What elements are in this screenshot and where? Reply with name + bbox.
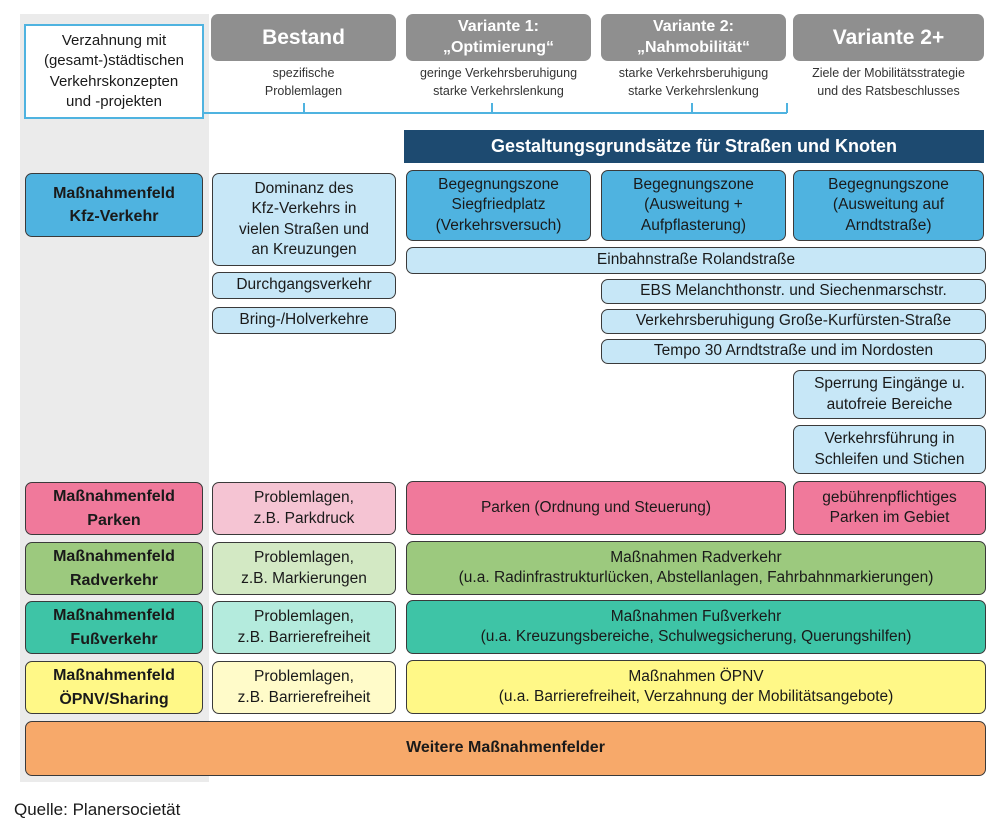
column-subtitle-bestand: spezifische Problemlagen: [264, 66, 343, 98]
column-header-variante-2plus: Variante 2+: [793, 14, 984, 61]
parken-bestand: Problemlagen, z.B. Parkdruck: [212, 482, 396, 535]
left-panel-background: [20, 14, 209, 782]
field-oepnv-sharing: Maßnahmenfeld ÖPNV/Sharing: [25, 661, 203, 714]
kfz-tempo-30: Tempo 30 Arndtstraße und im Nordosten: [601, 339, 986, 364]
column-subtitle-variante-1: geringe Verkehrsberuhigung starke Verkeh…: [419, 66, 578, 98]
kfz-v2plus-begegnungszone: Begegnungszone (Ausweitung auf Arndtstra…: [793, 170, 984, 241]
intro-box: Verzahnung mit (gesamt-)städtischen Verk…: [24, 24, 204, 119]
oepnv-massnahmen: Maßnahmen ÖPNV (u.a. Barrierefreiheit, V…: [406, 660, 986, 714]
intro-connector-line: [204, 112, 787, 114]
rad-bestand: Problemlagen, z.B. Markierungen: [212, 542, 396, 595]
kfz-einbahnstrasse: Einbahnstraße Rolandstraße: [406, 247, 986, 274]
source-note: Quelle: Planersocietät: [14, 800, 181, 819]
column-header-variante-2: Variante 2: „Nahmobilität“: [601, 14, 786, 61]
kfz-verkehrsberuhigung: Verkehrsberuhigung Große-Kurfürsten-Stra…: [601, 309, 986, 334]
kfz-bestand-durchgang: Durchgangsverkehr: [212, 272, 396, 299]
field-kfz: Maßnahmenfeld Kfz-Verkehr: [25, 173, 203, 237]
parken-ordnung-steuerung: Parken (Ordnung und Steuerung): [406, 481, 786, 535]
fuss-bestand: Problemlagen, z.B. Barrierefreiheit: [212, 601, 396, 654]
intro-connector-tick-v2: [691, 103, 693, 113]
field-radverkehr: Maßnahmenfeld Radverkehr: [25, 542, 203, 595]
intro-connector-tick-v1: [491, 103, 493, 113]
kfz-bestand-dominanz: Dominanz des Kfz-Verkehrs in vielen Stra…: [212, 173, 396, 266]
weitere-massnahmenfelder: Weitere Maßnahmenfelder: [25, 721, 986, 776]
field-parken: Maßnahmenfeld Parken: [25, 482, 203, 535]
column-header-bestand: Bestand: [211, 14, 396, 61]
column-header-variante-1: Variante 1: „Optimierung“: [406, 14, 591, 61]
kfz-bestand-bringhol: Bring-/Holverkehre: [212, 307, 396, 334]
kfz-v1-begegnungszone: Begegnungszone Siegfriedplatz (Verkehrsv…: [406, 170, 591, 241]
kfz-v2-begegnungszone: Begegnungszone (Ausweitung + Aufpflaster…: [601, 170, 786, 241]
column-subtitle-variante-2plus: Ziele der Mobilitätsstrategie und des Ra…: [812, 66, 965, 98]
design-principles-banner: Gestaltungsgrundsätze für Straßen und Kn…: [404, 130, 984, 163]
intro-connector-tick-bestand: [303, 103, 305, 113]
kfz-sperrung: Sperrung Eingänge u. autofreie Bereiche: [793, 370, 986, 419]
fuss-massnahmen: Maßnahmen Fußverkehr (u.a. Kreuzungsbere…: [406, 600, 986, 654]
kfz-ebs: EBS Melanchthonstr. und Siechenmarschstr…: [601, 279, 986, 304]
kfz-schleifen: Verkehrsführung in Schleifen und Stichen: [793, 425, 986, 474]
column-subtitle-variante-2: starke Verkehrsberuhigung starke Verkehr…: [618, 66, 769, 98]
intro-connector-tick-v2plus: [786, 103, 788, 113]
field-fussverkehr: Maßnahmenfeld Fußverkehr: [25, 601, 203, 654]
parken-gebuehrenpflichtig: gebührenpflichtiges Parken im Gebiet: [793, 481, 986, 535]
rad-massnahmen: Maßnahmen Radverkehr (u.a. Radinfrastruk…: [406, 541, 986, 595]
design-principles-label: Gestaltungsgrundsätze für Straßen und Kn…: [490, 136, 898, 156]
oepnv-bestand: Problemlagen, z.B. Barrierefreiheit: [212, 661, 396, 714]
